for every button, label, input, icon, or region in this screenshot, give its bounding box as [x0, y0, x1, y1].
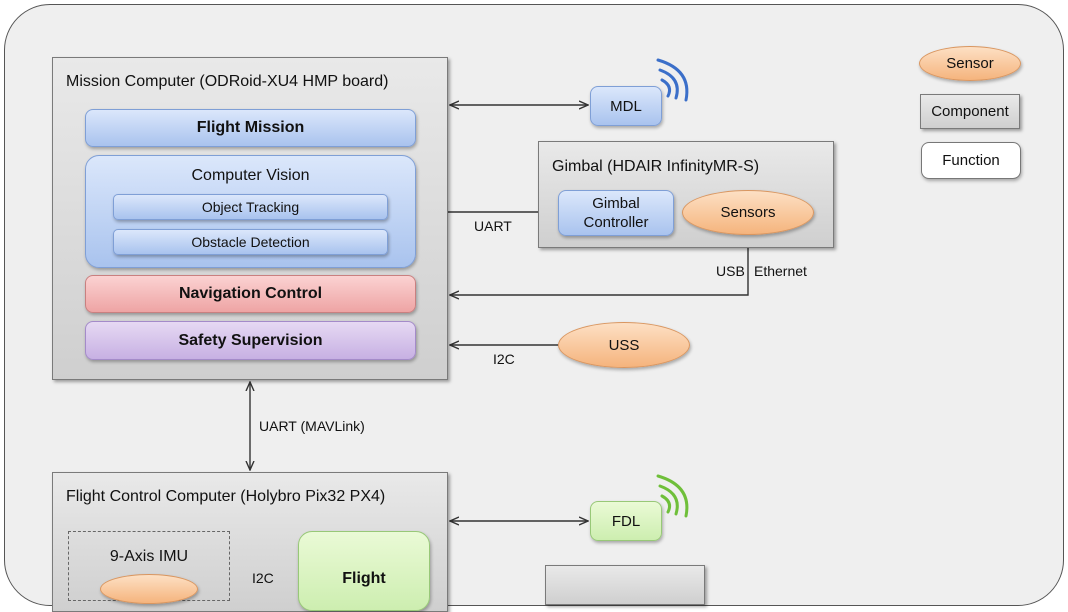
computer-vision-label: Computer Vision: [191, 167, 310, 184]
obstacle-detection-function: Obstacle Detection: [113, 229, 388, 255]
fdl-box: FDL: [590, 501, 662, 541]
fdl-wireless-icon: [656, 474, 689, 518]
flight-function: Flight: [298, 531, 430, 611]
gimbal-controller-function: Gimbal Controller: [558, 190, 674, 236]
ethernet-label: Ethernet: [754, 263, 807, 279]
uart-mavlink-label: UART (MAVLink): [259, 418, 365, 434]
uart-label: UART: [474, 218, 512, 234]
object-tracking-function: Object Tracking: [113, 194, 388, 220]
gimbal-sensors-link: [450, 235, 749, 295]
imu-label: 9-Axis IMU: [109, 548, 189, 565]
gimbal-controller-line2: Controller: [583, 214, 649, 231]
mdl-wireless-icon: [656, 58, 689, 102]
partial-component: [545, 565, 705, 605]
fc-i2c-label: I2C: [252, 570, 274, 586]
legend-component: Component: [920, 94, 1020, 129]
legend-function: Function: [921, 142, 1021, 179]
imu-sensor: [100, 574, 198, 604]
safety-supervision-function: Safety Supervision: [85, 321, 416, 360]
uss-sensor: USS: [558, 322, 690, 368]
gimbal-sensors-sensor: Sensors: [682, 190, 814, 235]
mission-computer-title: Mission Computer (ODRoid-XU4 HMP board): [66, 73, 389, 90]
flight-control-title: Flight Control Computer (Holybro Pix32 P…: [66, 488, 386, 505]
gimbal-controller-line1: Gimbal: [592, 195, 640, 212]
flight-mission-function: Flight Mission: [85, 109, 416, 147]
legend-sensor: Sensor: [919, 46, 1021, 81]
navigation-control-function: Navigation Control: [85, 275, 416, 313]
connection-lines: [0, 58, 749, 580]
usb-label: USB: [716, 263, 745, 279]
mdl-box: MDL: [590, 86, 662, 126]
flight-label: Flight: [342, 570, 386, 587]
gimbal-title: Gimbal (HDAIR InfinityMR-S): [552, 158, 760, 175]
i2c-label: I2C: [493, 351, 515, 367]
